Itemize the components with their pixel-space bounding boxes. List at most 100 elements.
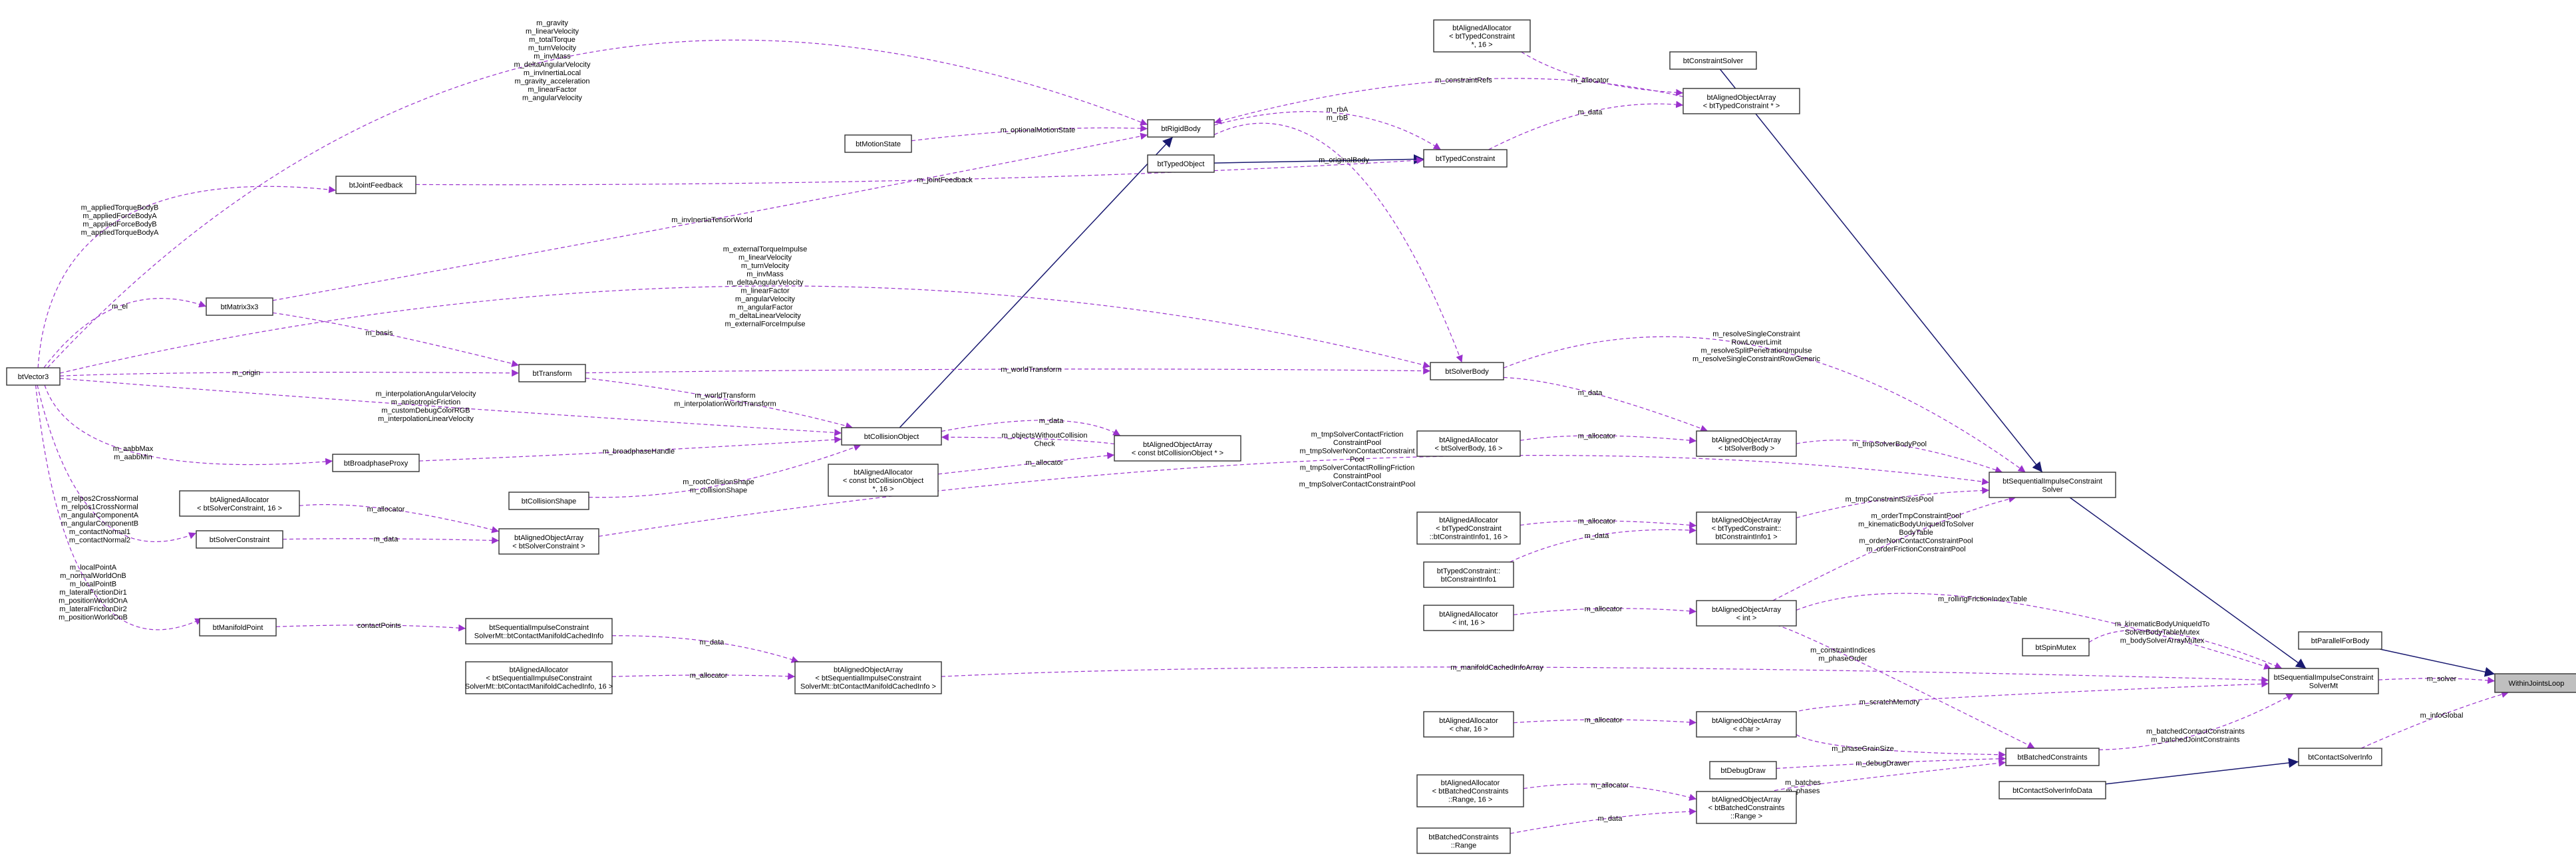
class-node-box[interactable]: [794, 661, 942, 694]
class-node-btAlignedAllocator_char[interactable]: btAlignedAllocator< char, 16 >: [1423, 711, 1514, 738]
class-node-btDebugDraw[interactable]: btDebugDraw: [1709, 761, 1777, 780]
class-node-btAlignedAllocator_CachedInfo[interactable]: btAlignedAllocator< btSequentialImpulseC…: [465, 661, 613, 694]
class-node-box[interactable]: [2298, 748, 2382, 766]
class-node-btBatchedConstraintsRange[interactable]: btBatchedConstraints::Range: [1416, 827, 1511, 854]
class-node-btCollisionShape[interactable]: btCollisionShape: [508, 492, 589, 510]
class-node-box[interactable]: [1696, 791, 1797, 824]
class-node-box[interactable]: [1696, 430, 1797, 457]
class-node-btTypedConstraint[interactable]: btTypedConstraint: [1423, 149, 1508, 168]
class-node-box[interactable]: [1416, 430, 1521, 457]
class-node-btMatrix3x3[interactable]: btMatrix3x3: [206, 297, 273, 316]
edge-label-line: m_allocator: [367, 505, 405, 513]
class-node-box[interactable]: [1147, 154, 1215, 173]
class-node-box[interactable]: [841, 427, 942, 446]
class-node-box[interactable]: [1416, 511, 1521, 545]
class-node-box[interactable]: [1696, 600, 1797, 627]
class-node-btAlignedAllocator_TypedConstraintPtr[interactable]: btAlignedAllocator< btTypedConstraint*, …: [1433, 19, 1531, 53]
class-node-btVector3[interactable]: btVector3: [6, 367, 61, 386]
class-node-btAlignedAllocator_SolverConstraint[interactable]: btAlignedAllocator< btSolverConstraint, …: [179, 490, 300, 517]
class-node-box[interactable]: [206, 297, 273, 316]
class-node-box[interactable]: [332, 454, 420, 472]
class-node-box[interactable]: [508, 492, 589, 510]
class-node-btTypedObject[interactable]: btTypedObject: [1147, 154, 1215, 173]
class-node-box[interactable]: [2268, 668, 2379, 694]
class-node-box[interactable]: [2005, 748, 2100, 766]
class-node-btManifoldPoint[interactable]: btManifoldPoint: [199, 618, 277, 637]
class-node-btAlignedObjectArray_SolverConstraint[interactable]: btAlignedObjectArray< btSolverConstraint…: [498, 528, 599, 555]
class-node-btTransform[interactable]: btTransform: [518, 364, 586, 382]
class-node-btSpinMutex[interactable]: btSpinMutex: [2022, 638, 2090, 656]
class-node-box[interactable]: [2494, 673, 2576, 693]
edge-label-line: m_tmpConstraintSizesPool: [1846, 496, 1934, 503]
class-node-box[interactable]: [465, 618, 613, 645]
class-node-btAlignedObjectArray_CollisionObjectPtr[interactable]: btAlignedObjectArray< const btCollisionO…: [1114, 435, 1241, 462]
class-node-box[interactable]: [196, 530, 283, 549]
class-node-btAlignedAllocator_BatchedRange[interactable]: btAlignedAllocator< btBatchedConstraints…: [1416, 774, 1524, 807]
class-node-box[interactable]: [6, 367, 61, 386]
class-node-btSolverConstraint[interactable]: btSolverConstraint: [196, 530, 283, 549]
class-node-box[interactable]: [1416, 827, 1511, 854]
class-node-btParallelForBody[interactable]: btParallelForBody: [2298, 631, 2382, 650]
class-node-btJointFeedback[interactable]: btJointFeedback: [335, 176, 416, 194]
class-node-btAlignedObjectArray_int[interactable]: btAlignedObjectArray< int >: [1696, 600, 1797, 627]
class-node-btAlignedObjectArray_TypedConstraintPtr[interactable]: btAlignedObjectArray< btTypedConstraint …: [1683, 88, 1800, 114]
class-node-box[interactable]: [1669, 51, 1757, 70]
class-node-box[interactable]: [1709, 761, 1777, 780]
class-node-box[interactable]: [2298, 631, 2382, 650]
class-node-label: btAlignedAllocator< const btCollisionObj…: [843, 469, 923, 494]
class-node-btCollisionObject[interactable]: btCollisionObject: [841, 427, 942, 446]
inheritance-edge-btConstraintSolver-to-btSequentialImpulseConstraintSolver: [1719, 69, 2043, 473]
class-node-box[interactable]: [1696, 511, 1797, 545]
class-node-box[interactable]: [844, 134, 912, 153]
edge-label-line: m_customDebugColorRGB: [381, 406, 470, 414]
class-node-btAlignedAllocator_SolverBody[interactable]: btAlignedAllocator< btSolverBody, 16 >: [1416, 430, 1521, 457]
class-node-box[interactable]: [498, 528, 599, 555]
class-node-box[interactable]: [2022, 638, 2090, 656]
class-node-box[interactable]: [179, 490, 300, 517]
class-node-box[interactable]: [335, 176, 416, 194]
class-node-box[interactable]: [828, 464, 939, 497]
class-node-box[interactable]: [1696, 711, 1797, 738]
class-node-box[interactable]: [1423, 605, 1514, 631]
class-node-btAlignedObjectArray_char[interactable]: btAlignedObjectArray< char >: [1696, 711, 1797, 738]
class-node-label-line: btAlignedAllocator: [1439, 517, 1498, 525]
class-node-btAlignedAllocator_CollisionObjectPtr[interactable]: btAlignedAllocator< const btCollisionObj…: [828, 464, 939, 497]
class-node-btTypedConstraintInfo1[interactable]: btTypedConstraint::btConstraintInfo1: [1423, 561, 1514, 588]
class-node-box[interactable]: [199, 618, 277, 637]
class-node-box[interactable]: [1114, 435, 1241, 462]
class-node-btRigidBody[interactable]: btRigidBody: [1147, 119, 1215, 138]
class-node-btSolverBody[interactable]: btSolverBody: [1430, 362, 1504, 380]
class-node-box[interactable]: [465, 661, 613, 694]
class-node-box[interactable]: [1423, 711, 1514, 738]
class-node-box[interactable]: [1999, 781, 2106, 799]
class-node-btBroadphaseProxy[interactable]: btBroadphaseProxy: [332, 454, 420, 472]
edge-label-line: m_externalTorqueImpulse: [723, 245, 808, 253]
class-node-box[interactable]: [1989, 472, 2116, 498]
class-node-btConstraintSolver[interactable]: btConstraintSolver: [1669, 51, 1757, 70]
class-node-box[interactable]: [1147, 119, 1215, 138]
class-node-box[interactable]: [1423, 149, 1508, 168]
class-node-btContactSolverInfoData[interactable]: btContactSolverInfoData: [1999, 781, 2106, 799]
class-node-btAlignedObjectArray_ConstraintInfo1[interactable]: btAlignedObjectArray< btTypedConstraint:…: [1696, 511, 1797, 545]
usage-edge-btManifoldPoint-to-btSequentialCachedInfo: [275, 624, 466, 632]
class-node-btMotionState[interactable]: btMotionState: [844, 134, 912, 153]
class-node-btContactSolverInfo[interactable]: btContactSolverInfo: [2298, 748, 2382, 766]
class-node-box[interactable]: [1683, 88, 1800, 114]
class-node-box[interactable]: [1416, 774, 1524, 807]
class-node-box[interactable]: [1430, 362, 1504, 380]
class-node-box[interactable]: [1423, 561, 1514, 588]
class-node-btAlignedAllocator_int[interactable]: btAlignedAllocator< int, 16 >: [1423, 605, 1514, 631]
class-node-btBatchedConstraints[interactable]: btBatchedConstraints: [2005, 748, 2100, 766]
class-node-box[interactable]: [1433, 19, 1531, 53]
edge-label-line: m_localPointA: [70, 564, 117, 572]
class-node-btAlignedObjectArray_CachedInfo[interactable]: btAlignedObjectArray< btSequentialImpuls…: [794, 661, 942, 694]
class-node-box[interactable]: [518, 364, 586, 382]
class-node-WithinJointsLoop[interactable]: WithinJointsLoop: [2494, 673, 2576, 693]
edge-label-line: m_totalTorque: [529, 36, 575, 44]
class-node-btAlignedAllocator_ConstraintInfo1[interactable]: btAlignedAllocator< btTypedConstraint::b…: [1416, 511, 1521, 545]
class-node-btAlignedObjectArray_SolverBody[interactable]: btAlignedObjectArray< btSolverBody >: [1696, 430, 1797, 457]
class-node-btAlignedObjectArray_BatchedRange[interactable]: btAlignedObjectArray< btBatchedConstrain…: [1696, 791, 1797, 824]
